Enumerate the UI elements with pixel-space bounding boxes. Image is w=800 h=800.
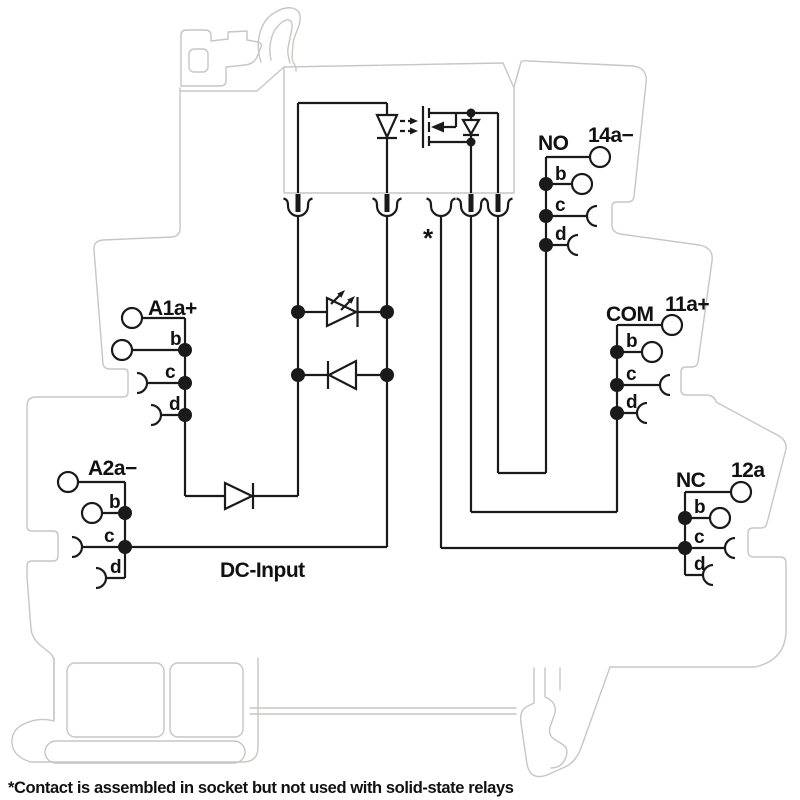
terminal-a1-b-circle — [110, 338, 134, 362]
terminal-a2-circle — [56, 470, 80, 494]
label-nc: NC — [676, 469, 706, 492]
terminal-com-c-socket-icon — [658, 373, 671, 397]
label-dc-input: DC-Input — [220, 559, 305, 582]
terminal-no-d-socket-icon — [566, 233, 579, 257]
label-a1-b: b — [170, 329, 182, 350]
terminal-com-b-circle — [640, 340, 664, 364]
socket-base-outline — [11, 657, 259, 764]
label-nc-c: c — [694, 527, 705, 548]
terminal-nc-d-socket-icon — [701, 563, 714, 587]
label-com-b: b — [626, 331, 638, 352]
terminal-no-circle — [588, 145, 612, 169]
label-a2-c: c — [104, 526, 115, 547]
labels: A1a+ b c d A2a− b c d NO 14a− b c d COM … — [8, 124, 766, 797]
label-no-d: d — [555, 224, 567, 245]
label-a1-c: c — [165, 362, 176, 383]
label-a2: A2a− — [88, 457, 137, 480]
label-nc-d: d — [694, 554, 706, 575]
socket-right-profile — [513, 59, 787, 668]
terminal-a2-d-socket-icon — [95, 566, 108, 590]
housing-outline — [11, 7, 787, 778]
din-rail-outline — [249, 707, 517, 715]
body-diode-symbol — [461, 108, 481, 147]
terminal-no-b-circle — [570, 172, 594, 196]
label-com-id: 11a+ — [665, 293, 709, 316]
label-no-id: 14a− — [588, 124, 634, 147]
series-diode-symbol — [185, 481, 298, 511]
unused-contact-asterisk: * — [423, 223, 434, 253]
label-a1: A1a+ — [148, 297, 197, 320]
circuit — [56, 101, 753, 590]
relay-internal-circuit — [296, 101, 500, 193]
label-a1-d: d — [169, 394, 181, 415]
din-clamp-outline — [519, 666, 611, 778]
relay-body-outline — [283, 62, 515, 194]
terminal-a1-d-socket-icon — [150, 403, 163, 427]
socket-contact-icons — [283, 197, 513, 218]
label-nc-b: b — [694, 497, 706, 518]
label-no-c: c — [555, 195, 566, 216]
ssr-input-led-symbol — [375, 103, 418, 193]
terminal-com-d-socket-icon — [635, 401, 648, 425]
label-com: COM — [606, 303, 654, 326]
led-light-arrows-icon — [330, 290, 355, 311]
mosfet-symbol — [421, 106, 500, 193]
reverse-diode-symbol — [298, 359, 387, 391]
terminal-no-c-socket-icon — [585, 204, 598, 228]
terminal-a2-c-socket-icon — [71, 535, 84, 559]
terminal-nc-b-circle — [708, 506, 732, 530]
terminal-group-com — [469, 216, 684, 514]
terminal-group-a2 — [56, 470, 132, 590]
unused-socket-contact-icon — [426, 197, 456, 218]
terminal-a1-circle — [120, 306, 144, 330]
label-com-c: c — [626, 364, 637, 385]
terminal-nc-circle — [729, 480, 753, 504]
label-com-d: d — [626, 392, 638, 413]
terminal-nc-c-socket-icon — [723, 536, 736, 560]
terminal-group-no — [496, 145, 612, 475]
label-a2-b: b — [109, 492, 121, 513]
relay-pins — [295, 194, 501, 212]
ejector-lever-outline — [180, 7, 301, 87]
socket-left-profile — [26, 87, 181, 721]
footnote: *Contact is assembled in socket but not … — [8, 779, 514, 797]
label-no-b: b — [555, 164, 567, 185]
terminal-a1-c-socket-icon — [136, 371, 149, 395]
label-nc-id: 12a — [731, 459, 765, 482]
label-no: NO — [538, 132, 569, 155]
label-a2-d: d — [110, 557, 122, 578]
input-wiring — [125, 216, 394, 549]
terminal-group-a1 — [110, 306, 192, 496]
light-emission-arrows-icon — [400, 117, 418, 135]
terminal-a2-b-circle — [80, 501, 104, 525]
terminal-com-circle — [660, 313, 684, 337]
status-led-symbol — [298, 290, 387, 328]
terminal-group-nc — [439, 216, 753, 587]
